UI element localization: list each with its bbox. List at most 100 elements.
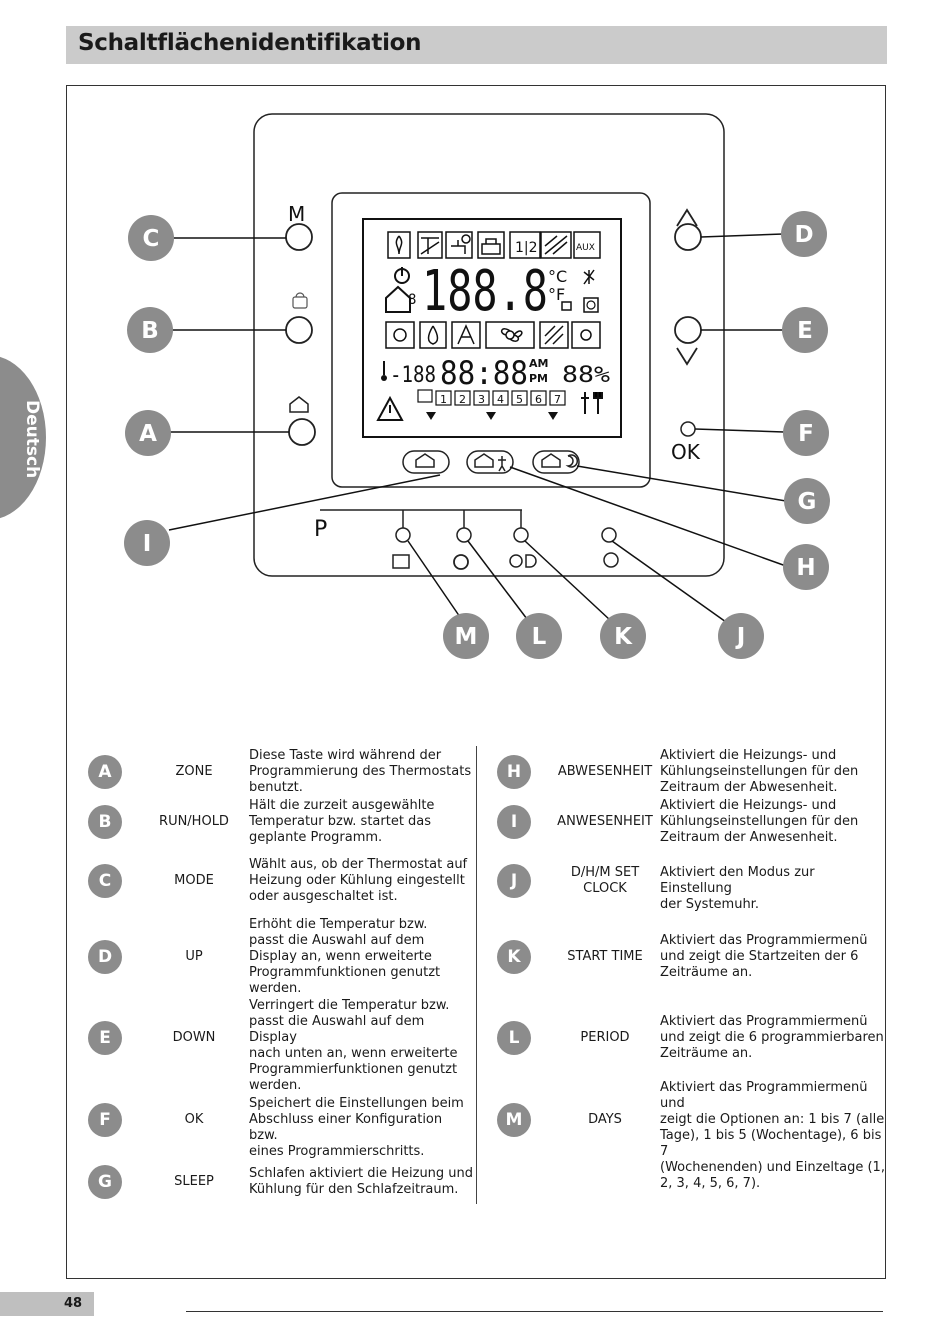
page-number-box [0,1292,94,1316]
legend-description-line: eines Programmierschritts. [249,1144,425,1159]
up-button[interactable] [674,223,702,251]
callout-label-g: G [798,489,817,515]
lcd-pm: PM [529,372,548,385]
legend-bubble-c: C [88,864,122,898]
legend-bubble-j: J [497,864,531,898]
legend-description-line: Programmierung des Thermostats [249,764,472,779]
callout-label-e: E [797,318,813,344]
callout-label-b: B [141,318,159,344]
legend-description-line: und zeigt die Startzeiten der 6 [660,949,859,964]
mode-button[interactable] [285,223,313,251]
down-button[interactable] [674,316,702,344]
legend-divider [476,746,477,1204]
legend-description-line: Aktiviert das Programmiermenü und [660,1080,868,1111]
zone-button[interactable] [288,418,316,446]
callout-label-m: M [455,624,478,650]
clock-button[interactable] [601,527,617,543]
legend-name: UP [185,949,203,964]
legend-description-line: Programmierfunktionen genutzt [249,1062,458,1077]
up-arrow-icon [676,208,698,227]
legend-description-line: Schlafen aktiviert die Heizung und [249,1166,474,1181]
legend-description-line: passt die Auswahl auf dem Display [249,1014,425,1045]
ok-button[interactable] [680,421,696,437]
lcd-unit-f: °F [548,285,565,304]
lcd-day-label: 5 [516,393,523,406]
lcd-lock-icon [561,301,572,311]
period-button[interactable] [456,527,472,543]
callout-i [124,520,170,566]
run-hold-button[interactable] [285,316,313,344]
lcd-aux: AUX [576,243,595,253]
lcd-day-label: 7 [554,393,561,406]
legend-description-line: Kühlungseinstellungen für den [660,814,859,829]
legend-description-line: Tage), 1 bis 5 (Wochentage), 6 bis 7 [660,1128,882,1159]
legend-description-line: Zeiträume an. [660,965,753,980]
lcd-top-icons [387,231,601,259]
legend-description-line: Hält die zurzeit ausgewählte [249,798,435,813]
callout-g [784,478,830,524]
home-button[interactable] [402,450,450,474]
legend-description-line: Diese Taste wird während der [249,748,442,763]
legend-description-line: geplante Programm. [249,830,383,845]
legend-description-line: Aktiviert die Heizungs- und [660,748,837,763]
lcd-day-label: 6 [535,393,542,406]
lcd-calendar-icon [417,389,433,403]
legend-description: Verringert die Temperatur bzw.passt die … [249,998,474,1094]
lcd-mode-icons [385,321,601,349]
legend-name: DOWN [172,1030,216,1045]
lcd-main-digits: 188.8 [422,259,548,324]
period-icon [453,554,469,570]
legend-bubble-h: H [497,755,531,789]
callout-c [128,215,174,261]
lcd-day-label: 2 [459,393,466,406]
legend-bubble-a: A [88,755,122,789]
legend-description-line: Zeitraum der Anwesenheit. [660,830,838,845]
callout-e [782,307,828,353]
legend-description-line: (Wochenenden) und Einzeltage (1, [660,1160,885,1175]
legend-description-line: Temperatur bzw. startet das [249,814,432,829]
leader-lines [168,233,787,623]
callout-k [600,613,646,659]
days-button[interactable] [395,527,411,543]
legend-description-line: passt die Auswahl auf dem [249,933,425,948]
legend-description-line: Wählt aus, ob der Thermostat auf [249,857,468,872]
legend-description-line: Abschluss einer Konfiguration bzw. [249,1112,443,1143]
lcd-stage: 1|2 [515,240,538,256]
lcd-temp-small: -188 [390,363,436,388]
legend-description-line: und zeigt die 6 programmierbaren [660,1030,884,1045]
lcd-day-box [549,390,566,406]
legend-name: DAYS [588,1112,622,1127]
legend-description-line: Aktiviert die Heizungs- und [660,798,837,813]
legend-description-line: Zeiträume an. [660,1046,753,1061]
legend-description-line: Display an, wenn erweiterte [249,949,432,964]
ok-button-label: OK [671,440,701,464]
legend-description-line: Aktiviert den Modus zur Einstellung [660,865,815,896]
callout-d [781,211,827,257]
away-button[interactable] [466,450,514,474]
start-time-button[interactable] [513,527,529,543]
lcd-humidity: 88% [562,363,610,388]
lock-icon [292,296,308,309]
callout-label-l: L [532,624,547,650]
lcd-day-label: 4 [497,393,504,406]
down-arrow-icon [676,347,698,366]
lcd-day-box [511,390,528,406]
legend-bubble-g: G [88,1165,122,1199]
callout-m [443,613,489,659]
callout-label-j: J [735,624,746,650]
callout-label-a: A [139,421,157,447]
page-title: Schaltflächenidentifikation [78,30,422,56]
footer-rule [186,1311,883,1312]
legend-name: MODE [174,873,214,888]
legend-description-line: oder ausgeschaltet ist. [249,889,398,904]
calendar-icon [392,554,410,569]
lcd-day-box [530,390,547,406]
legend-description-line: Zeitraum der Abwesenheit. [660,780,838,795]
